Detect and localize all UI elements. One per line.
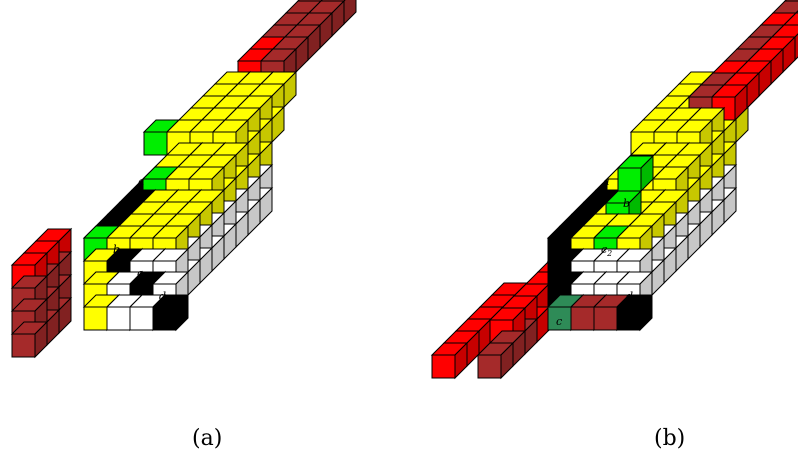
- panel-a-cube-1-side: [344, 0, 356, 24]
- panel-b-cube-181-front: [617, 307, 640, 330]
- panel-b-label-d: d: [626, 290, 633, 303]
- panel-a-cube-163-front: [107, 307, 130, 330]
- panel-b-label-c: c: [556, 315, 562, 328]
- panel-b-cube-131-front: [618, 168, 641, 191]
- panel-a-cube-162-front: [12, 334, 35, 357]
- panel-b-label-b: b: [623, 197, 630, 210]
- panel-a-cube-164-front: [130, 307, 153, 330]
- panel-b-block-diagram: [432, 0, 798, 378]
- panel-a-label-c: c: [137, 267, 143, 280]
- panel-a-cube-57-front: [144, 132, 167, 155]
- panel-a-label-b: b: [113, 243, 120, 256]
- panel-b-label-a: a: [603, 175, 610, 188]
- panel-b-cube-168-front: [478, 355, 501, 378]
- panel-a-label-d: d: [159, 290, 166, 303]
- panel-a-cube-165-front: [153, 307, 176, 330]
- panel-b-label-c2-sub: 2: [606, 249, 612, 258]
- panel-b-cube-180-front: [594, 307, 617, 330]
- panel-a-cube-161-front: [84, 307, 107, 330]
- panel-a-caption: (a): [192, 426, 222, 451]
- panel-b-cube-179-front: [571, 307, 594, 330]
- panel-a-label-a: a: [138, 175, 145, 188]
- panel-b-cube-164-front: [432, 355, 455, 378]
- panel-b-cube-12-top: [773, 1, 798, 13]
- panel-a-block-diagram: [12, 0, 356, 357]
- panel-b-caption: (b): [654, 426, 685, 451]
